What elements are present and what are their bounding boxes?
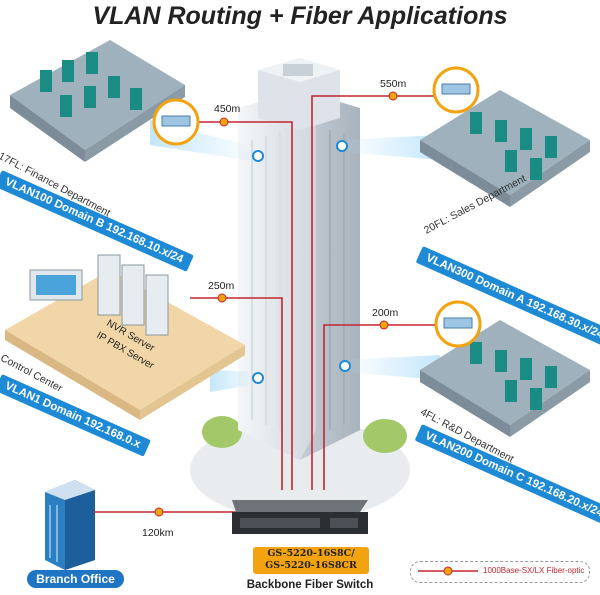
office-tower xyxy=(238,58,360,460)
tree-right xyxy=(363,419,407,453)
port-rd xyxy=(339,360,351,372)
port-sales xyxy=(336,140,348,152)
distance-rd: 200m xyxy=(372,307,399,319)
distance-branch: 120km xyxy=(142,527,174,539)
sales-floor xyxy=(420,90,590,207)
fiber-marker-control xyxy=(217,293,227,303)
switch-model-line1: GS-5220-16S8C/ xyxy=(267,548,355,559)
branch-building xyxy=(45,480,95,570)
port-control xyxy=(252,372,264,384)
rd-switch-icon xyxy=(443,317,473,329)
diagram-title: VLAN Routing + Fiber Applications xyxy=(92,2,508,30)
backbone-caption: Backbone Fiber Switch xyxy=(246,579,374,591)
switch-model-line2: GS-5220-16S8CR xyxy=(265,560,357,571)
distance-control: 250m xyxy=(208,280,235,292)
fiber-rd xyxy=(323,324,438,490)
beam-control xyxy=(210,370,258,392)
finance-switch-icon xyxy=(161,115,191,127)
tree-left xyxy=(202,416,242,448)
control-floor xyxy=(5,254,245,420)
fiber-marker-finance xyxy=(219,117,229,127)
fiber-marker-rd xyxy=(379,320,389,330)
distance-finance: 450m xyxy=(214,103,241,115)
legend-box: 1000Base-SX/LX Fiber-optic xyxy=(410,561,590,583)
fiber-marker-sales xyxy=(388,91,398,101)
finance-floor xyxy=(10,40,185,162)
beam-rd xyxy=(345,355,440,380)
switch-model-badge: GS-5220-16S8C/ GS-5220-16S8CR xyxy=(253,547,369,574)
legend-text: 1000Base-SX/LX Fiber-optic xyxy=(483,566,585,575)
port-finance xyxy=(252,150,264,162)
legend-marker xyxy=(443,566,453,576)
sales-switch-icon xyxy=(441,83,471,95)
branch-office-label: Branch Office xyxy=(27,570,124,588)
distance-sales: 550m xyxy=(380,78,407,90)
fiber-marker-branch xyxy=(154,507,164,517)
beam-sales xyxy=(343,135,440,160)
ground-shadow xyxy=(190,420,410,520)
backbone-switch xyxy=(232,500,368,534)
